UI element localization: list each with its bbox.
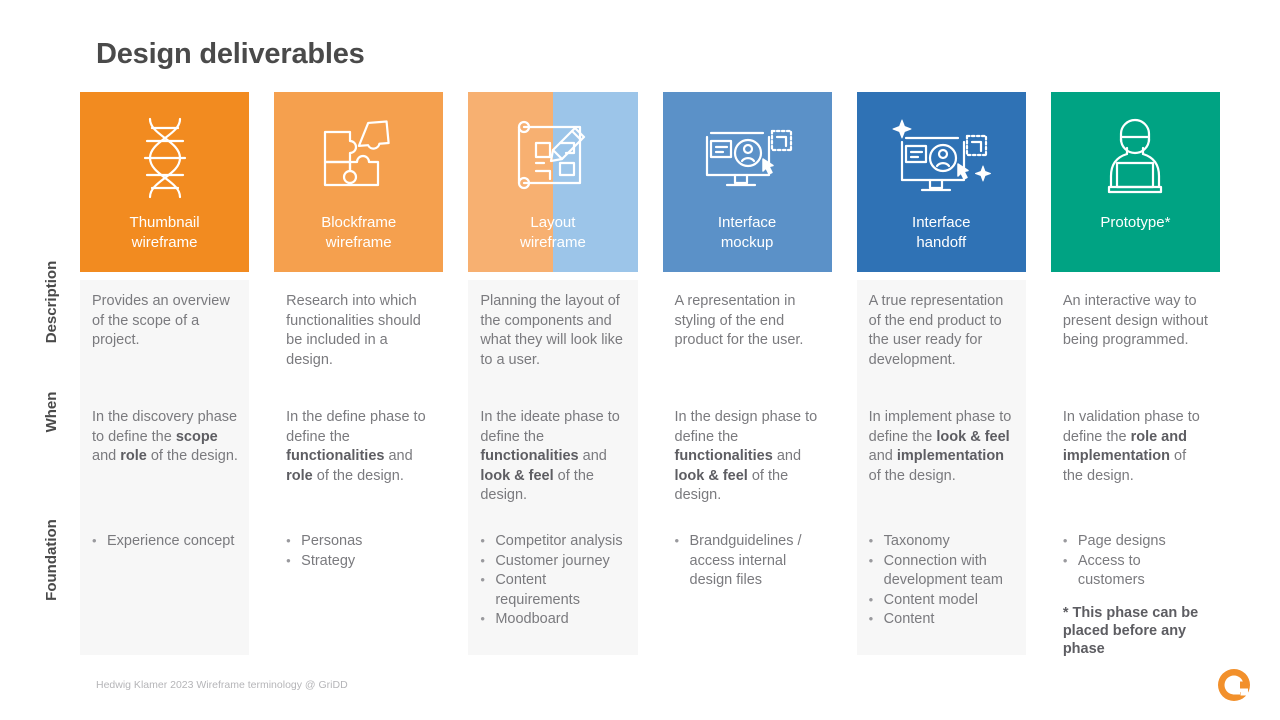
monitor-user-cursor-icon: [701, 112, 793, 204]
when-cell-thumbnail-wireframe: In the discovery phase to define the sco…: [92, 409, 238, 464]
card-label: Prototype*: [1100, 214, 1171, 231]
card-label: Interface mockup: [717, 214, 777, 251]
foundation-list: TaxonomyConnection with development team…: [869, 531, 1016, 630]
footnote: * This phase can be placed before any ph…: [1062, 604, 1199, 657]
list-item: Page designs: [1063, 531, 1210, 552]
page-title: Design deliverables: [96, 38, 365, 70]
card-blockframe-wireframe[interactable]: Blockframe wireframe: [274, 92, 444, 272]
list-item: Content requirements: [480, 570, 627, 610]
column-interface-handoff: Interface handoff A true representation o…: [856, 92, 1027, 655]
list-item: Content model: [869, 590, 1016, 611]
card-interface-handoff[interactable]: Interface handoff: [856, 92, 1026, 272]
card-prototype[interactable]: Prototype*: [1050, 92, 1220, 272]
monitor-sparkle-handoff-icon: [888, 112, 994, 204]
card-interface-mockup[interactable]: Interface mockup: [662, 92, 832, 272]
foundation-list: Brandguidelines / access internal design…: [675, 531, 822, 591]
foundation-list: Page designsAccess to customers: [1063, 531, 1210, 591]
card-background-left: [274, 92, 359, 272]
list-item: Personas: [286, 531, 433, 552]
list-item: Experience concept: [92, 531, 239, 552]
column-prototype: Prototype* An interactive way to present …: [1050, 92, 1220, 657]
list-item: Connection with development team: [869, 551, 1016, 591]
card-label: Interface handoff: [912, 214, 971, 251]
list-item: Access to customers: [1063, 551, 1210, 591]
when-cell-prototype: In validation phase to define the role a…: [1062, 409, 1200, 484]
card-label: Thumbnail wireframe: [129, 214, 200, 251]
description-cell-interface-handoff: A true representation of the end product…: [868, 293, 1004, 368]
description-cell-blockframe-wireframe: Research into which functionalities shou…: [286, 293, 421, 368]
list-item: Moodboard: [480, 609, 627, 630]
list-item: Taxonomy: [869, 531, 1016, 552]
person-laptop-icon: [1095, 112, 1175, 204]
when-cell-interface-mockup: In the design phase to define the functi…: [674, 409, 818, 503]
foundation-cell-blockframe-wireframe: PersonasStrategy: [274, 518, 443, 655]
foundation-cell-thumbnail-wireframe: Experience concept: [80, 518, 249, 655]
foundation-list: Competitor analysisCustomer journeyConte…: [480, 531, 627, 630]
foundation-list: Experience concept: [92, 531, 239, 552]
card-background-left: [1050, 92, 1136, 272]
card-layout-wireframe[interactable]: Layout wireframe: [468, 92, 638, 272]
foundation-cell-interface-mockup: Brandguidelines / access internal design…: [663, 518, 832, 655]
card-background-right: [941, 92, 1026, 272]
foundation-cell-layout-wireframe: Competitor analysisCustomer journeyConte…: [468, 518, 637, 655]
card-background-right: [1135, 92, 1220, 272]
card-background-left: [662, 92, 748, 272]
row-label-foundation: Foundation: [43, 519, 60, 601]
dna-helix-icon: [128, 112, 202, 204]
foundation-cell-prototype: Page designsAccess to customers * This ph…: [1051, 518, 1220, 657]
foundation-cell-interface-handoff: TaxonomyConnection with development team…: [857, 518, 1026, 655]
when-cell-blockframe-wireframe: In the define phase to define the functi…: [286, 409, 426, 484]
description-cell-layout-wireframe: Planning the layout of the components an…: [480, 293, 623, 368]
description-cell-interface-mockup: A representation in styling of the end p…: [674, 293, 804, 348]
gridd-logo-icon: [1215, 666, 1253, 704]
footer-credit: Hedwig Klamer 2023 Wireframe terminology…: [96, 679, 348, 691]
card-label: Blockframe wireframe: [321, 214, 397, 251]
card-background-right: [747, 92, 832, 272]
list-item: Content: [869, 609, 1016, 630]
blueprint-pencil-icon: [508, 112, 598, 204]
card-label: Layout wireframe: [519, 214, 586, 251]
list-item: Brandguidelines / access internal design…: [675, 531, 822, 591]
list-item: Competitor analysis: [480, 531, 627, 552]
card-thumbnail-wireframe[interactable]: Thumbnail wireframe: [80, 92, 250, 272]
foundation-list: PersonasStrategy: [286, 531, 433, 572]
list-item: Strategy: [286, 551, 433, 572]
column-interface-mockup: Interface mockup A representation in styl…: [662, 92, 832, 655]
list-item: Customer journey: [480, 551, 627, 572]
card-background-left: [856, 92, 942, 272]
when-cell-layout-wireframe: In the ideate phase to define the functi…: [480, 409, 620, 503]
when-cell-interface-handoff: In implement phase to define the look & …: [868, 409, 1012, 484]
description-cell-prototype: An interactive way to present design wit…: [1062, 293, 1208, 348]
puzzle-pieces-icon: [317, 112, 401, 204]
description-cell-thumbnail-wireframe: Provides an overview of the scope of a p…: [92, 293, 230, 348]
